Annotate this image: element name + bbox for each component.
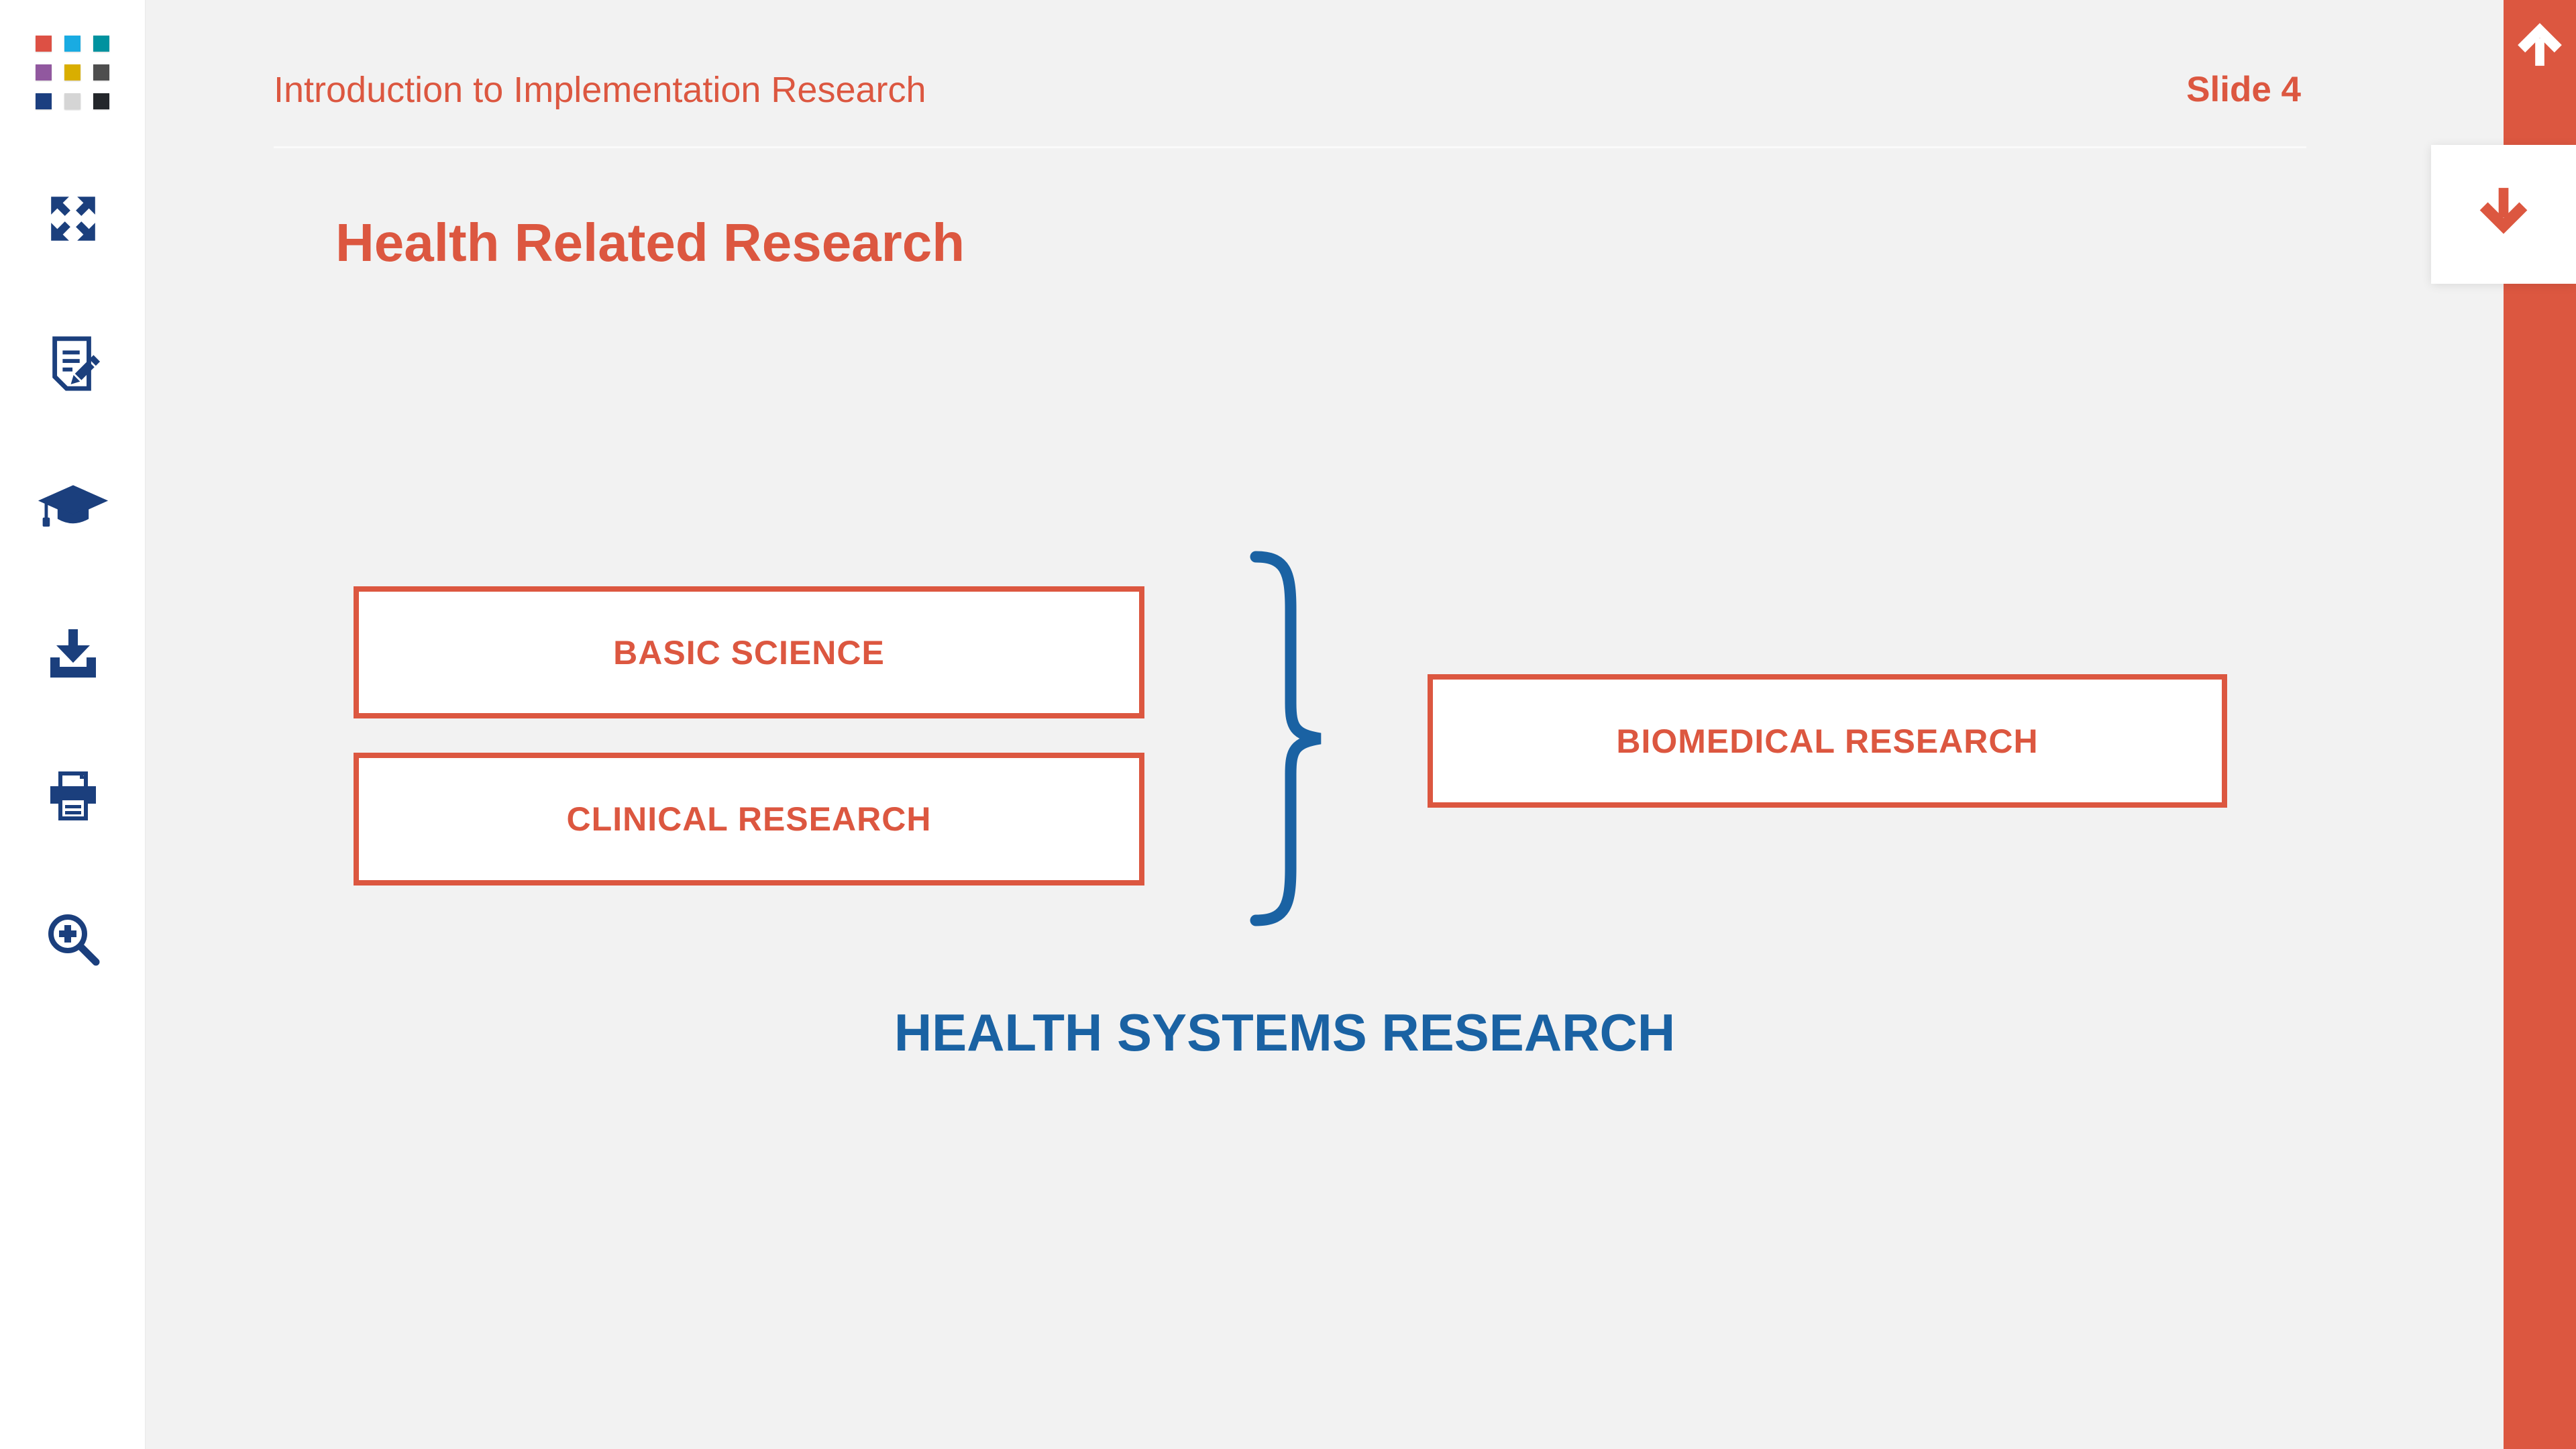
logo-square [93,36,109,52]
diagram-box-label: BIOMEDICAL RESEARCH [1616,722,2039,760]
course-title: Introduction to Implementation Research [274,70,926,110]
logo-square [36,36,52,52]
sidebar-item-zoom[interactable] [42,908,104,970]
sidebar-item-fullscreen[interactable] [42,188,104,250]
next-slide-button[interactable] [2431,145,2576,284]
expand-icon [51,197,95,241]
notes-pencil-icon [52,336,101,391]
sidebar-item-notes[interactable] [42,333,104,394]
zoom-in-icon [48,914,100,966]
up-arrow-icon [2518,23,2562,66]
sidebar-item-print[interactable] [42,766,104,828]
print-icon [50,771,96,820]
sidebar-item-download[interactable] [42,623,104,684]
logo-square [64,93,80,109]
graduation-cap-icon [38,485,109,527]
diagram-box-basic-science: BASIC SCIENCE [354,586,1144,718]
logo-grid [36,36,109,109]
diagram-box-biomedical-research: BIOMEDICAL RESEARCH [1428,674,2227,808]
header-divider [274,146,2306,148]
logo-square [36,93,52,109]
down-arrow-icon [2479,187,2528,234]
logo-square [64,36,80,52]
curly-brace-icon [1250,551,1322,926]
diagram-box-label: CLINICAL RESEARCH [566,800,932,838]
download-icon [50,629,96,678]
sidebar [0,0,146,1449]
diagram-caption: HEALTH SYSTEMS RESEARCH [894,1003,1676,1062]
logo-square [64,64,80,80]
sidebar-item-learning[interactable] [34,478,113,539]
slide-number-label: Slide 4 [2186,70,2301,109]
logo-square [93,64,109,80]
logo-square [36,64,52,80]
logo-square [93,93,109,109]
scroll-up-button[interactable] [2504,0,2576,82]
diagram-box-label: BASIC SCIENCE [613,633,885,672]
slide-title: Health Related Research [335,213,965,272]
diagram-box-clinical-research: CLINICAL RESEARCH [354,753,1144,885]
